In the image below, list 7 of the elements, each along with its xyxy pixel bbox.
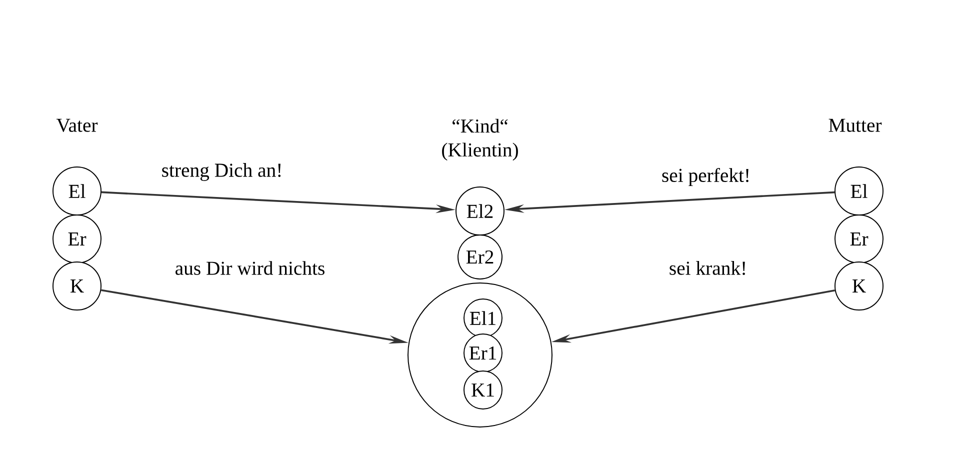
heading: “Kind“ (Klientin) xyxy=(442,118,518,161)
edge-label: sei perfekt! xyxy=(662,168,748,186)
heading: Vater xyxy=(56,118,98,132)
edge-label: sei krank! xyxy=(670,261,745,275)
edge-label: streng Dich an! xyxy=(162,163,281,181)
heading: Mutter xyxy=(828,118,882,132)
edge-label: aus Dir wird nichts xyxy=(176,261,324,275)
